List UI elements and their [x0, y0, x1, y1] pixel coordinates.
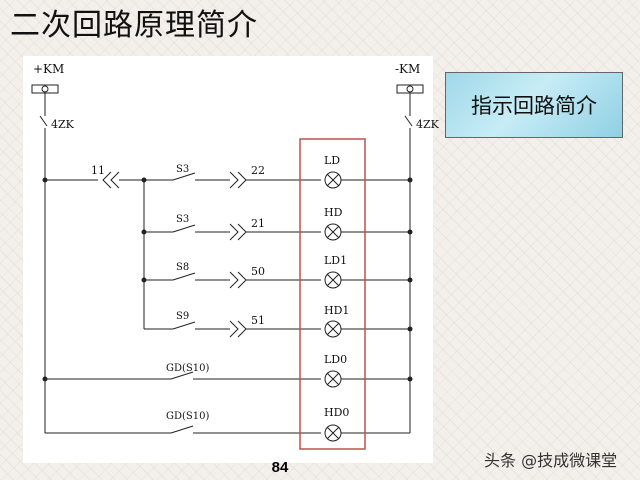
- junction-dots: [42, 177, 413, 382]
- row3-lamp-label: LD1: [324, 254, 347, 267]
- row2-wire-label: 21: [251, 217, 265, 230]
- fuse-left-label: 4ZK: [51, 118, 75, 131]
- row4-lamp-label: HD1: [324, 304, 349, 317]
- row4-lamp-symbol: [324, 320, 342, 338]
- row5-lamp-symbol: [324, 370, 342, 388]
- row3-contact-symbol: [172, 272, 196, 281]
- row2-lamp-symbol: [324, 223, 342, 241]
- bus-left-label: +KM: [33, 62, 64, 76]
- row1-contact-symbol: [172, 172, 196, 181]
- lamp-highlight-box: [299, 138, 366, 450]
- row6-lamp-symbol: [324, 424, 342, 442]
- circuit-diagram: +KM -KM 4ZK 4ZK 11: [31, 62, 440, 450]
- row5-contact-label: GD(S10): [166, 363, 209, 374]
- row1-contact-label: S3: [176, 164, 189, 175]
- row1-lamp-label: LD: [324, 154, 340, 167]
- row6-contact-symbol: [170, 425, 194, 434]
- fuse-left-symbol: [39, 93, 48, 180]
- diagram-panel: +KM -KM 4ZK 4ZK 11: [23, 56, 440, 463]
- row4-contact-symbol: [172, 321, 196, 330]
- row2-contact-symbol: [172, 224, 196, 233]
- row1-lamp-symbol: [324, 171, 342, 189]
- row3-wire-label: 50: [251, 265, 265, 278]
- row3-lamp-symbol: [324, 271, 342, 289]
- page-number: 84: [271, 459, 289, 476]
- row3-contact-label: S8: [176, 262, 189, 273]
- row3-connector-symbol: [229, 271, 247, 289]
- fuse-right-symbol: [404, 93, 413, 180]
- row2-connector-symbol: [229, 223, 247, 241]
- page-title: 二次回路原理简介: [10, 8, 258, 43]
- row1-wire-label: 22: [251, 164, 265, 177]
- row1-connector-symbol: [229, 171, 247, 189]
- terminal-left-symbol: [31, 84, 59, 94]
- row2-contact-label: S3: [176, 214, 189, 225]
- terminal-right-symbol: [396, 84, 424, 94]
- row4-contact-label: S9: [176, 311, 189, 322]
- row4-wire-label: 51: [251, 314, 265, 327]
- row6-lamp-label: HD0: [324, 406, 349, 419]
- row5-lamp-label: LD0: [324, 353, 347, 366]
- watermark: 头条 @技成微课堂: [484, 451, 618, 470]
- row2-lamp-label: HD: [324, 206, 343, 219]
- indicator-circuit-callout: 指示回路简介: [445, 72, 623, 138]
- connector-11-label: 11: [91, 164, 105, 177]
- row4-connector-symbol: [229, 320, 247, 338]
- connector-11-symbol: [102, 171, 120, 189]
- fuse-right-label: 4ZK: [416, 118, 440, 131]
- bus-right-label: -KM: [395, 62, 420, 76]
- row6-contact-label: GD(S10): [166, 411, 209, 422]
- row5-contact-symbol: [170, 371, 194, 380]
